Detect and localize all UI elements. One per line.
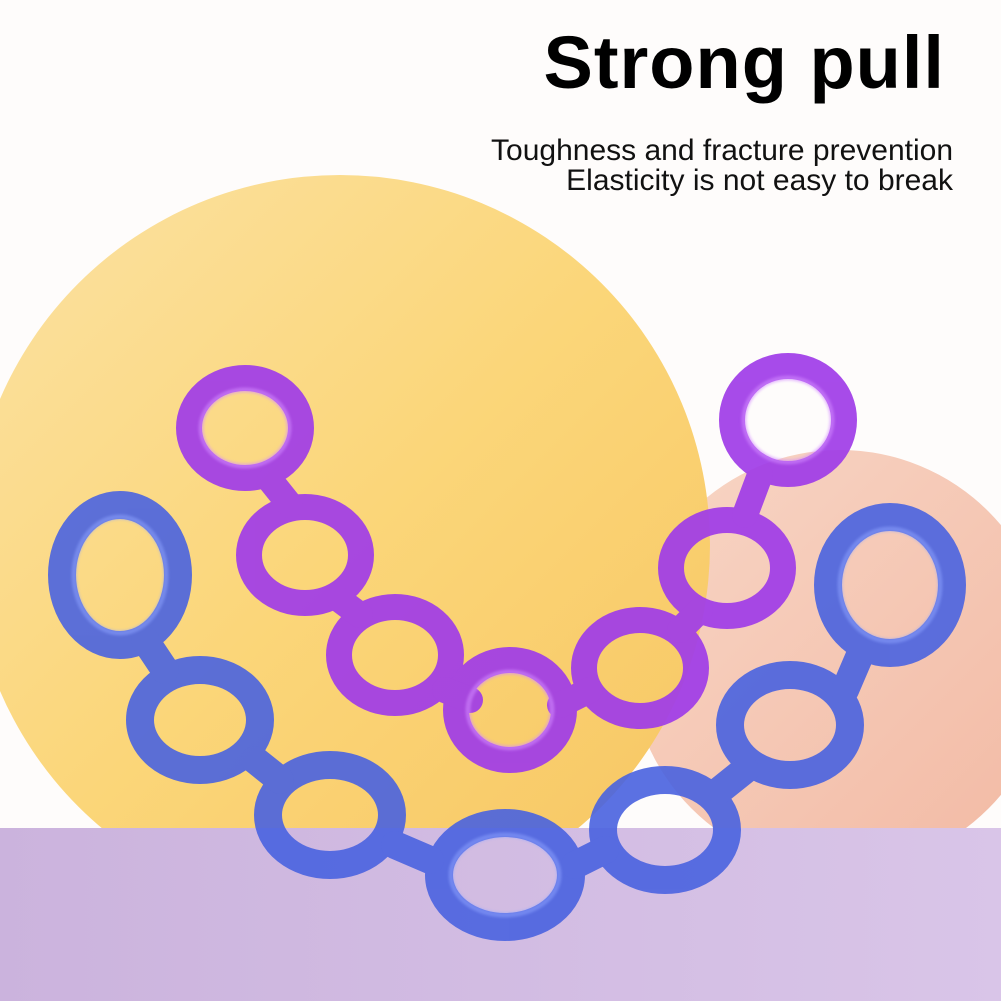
purple-band-highlight xyxy=(198,375,835,751)
feature-line-elasticity: Elasticity is not easy to break xyxy=(566,164,953,197)
blue-resistance-band xyxy=(48,491,966,941)
peach-circle-backdrop xyxy=(630,450,1001,870)
purple-resistance-band xyxy=(176,353,857,773)
feature-list: Toughness and fracture prevention Elasti… xyxy=(491,136,953,196)
headline-title: Strong pull xyxy=(543,21,945,104)
blue-band-highlight xyxy=(71,514,943,918)
feature-line-toughness: Toughness and fracture prevention xyxy=(491,134,953,167)
